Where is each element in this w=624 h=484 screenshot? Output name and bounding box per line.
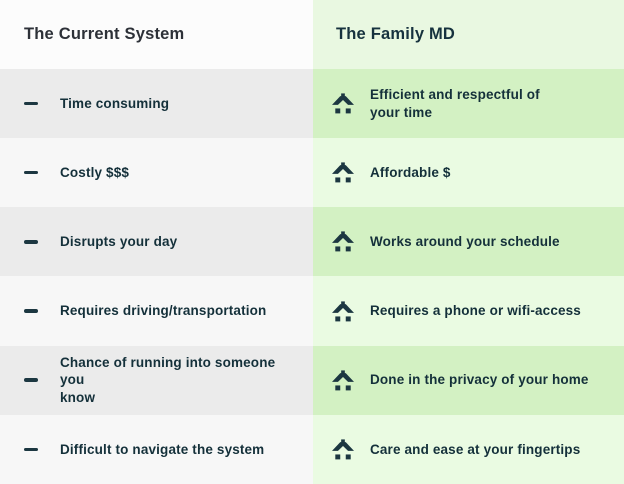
row-label: Difficult to navigate the system xyxy=(60,441,265,457)
home-icon xyxy=(332,231,354,252)
row-label: Done in the privacy of your home xyxy=(370,372,589,388)
header-current-system: The Current System xyxy=(0,0,313,69)
row-label: Requires driving/transportation xyxy=(60,303,267,319)
row-label: Efficient and respectful of your time xyxy=(370,86,540,120)
table-row: Time consuming xyxy=(0,69,313,139)
header-family-md: The Family MD xyxy=(313,0,624,69)
column-title: The Current System xyxy=(24,24,185,43)
row-label: Costly $$$ xyxy=(60,164,130,180)
table-row: Costly $$$ xyxy=(0,138,313,208)
table-row: Disrupts your day xyxy=(0,207,313,277)
table-row: Efficient and respectful of your time xyxy=(313,69,624,139)
row-label: Works around your schedule xyxy=(370,234,560,249)
minus-icon xyxy=(24,240,38,244)
minus-icon xyxy=(24,378,38,382)
row-label: Requires a phone or wifi-access xyxy=(370,303,581,319)
column-title: The Family MD xyxy=(336,24,456,43)
home-icon xyxy=(332,300,354,321)
table-row: Affordable $ xyxy=(313,138,624,208)
home-icon xyxy=(332,370,354,391)
table-row: Works around your schedule xyxy=(313,207,624,277)
table-row: Care and ease at your fingertips xyxy=(313,414,624,484)
table-row: Chance of running into someone you know xyxy=(0,345,313,415)
row-label: Affordable $ xyxy=(370,164,451,180)
minus-icon xyxy=(24,309,38,313)
home-icon xyxy=(332,93,354,114)
minus-icon xyxy=(24,447,38,452)
table-row: Difficult to navigate the system xyxy=(0,414,313,484)
minus-icon xyxy=(24,170,38,175)
table-row: Done in the privacy of your home xyxy=(313,345,624,415)
row-label: Time consuming xyxy=(60,95,170,111)
minus-icon xyxy=(24,101,38,106)
home-icon xyxy=(332,162,354,183)
row-label: Chance of running into someone you know xyxy=(60,354,276,406)
table-row: Requires driving/transportation xyxy=(0,276,313,346)
row-label: Care and ease at your fingertips xyxy=(370,441,581,457)
row-label: Disrupts your day xyxy=(60,234,178,249)
home-icon xyxy=(332,439,354,460)
table-row: Requires a phone or wifi-access xyxy=(313,276,624,346)
